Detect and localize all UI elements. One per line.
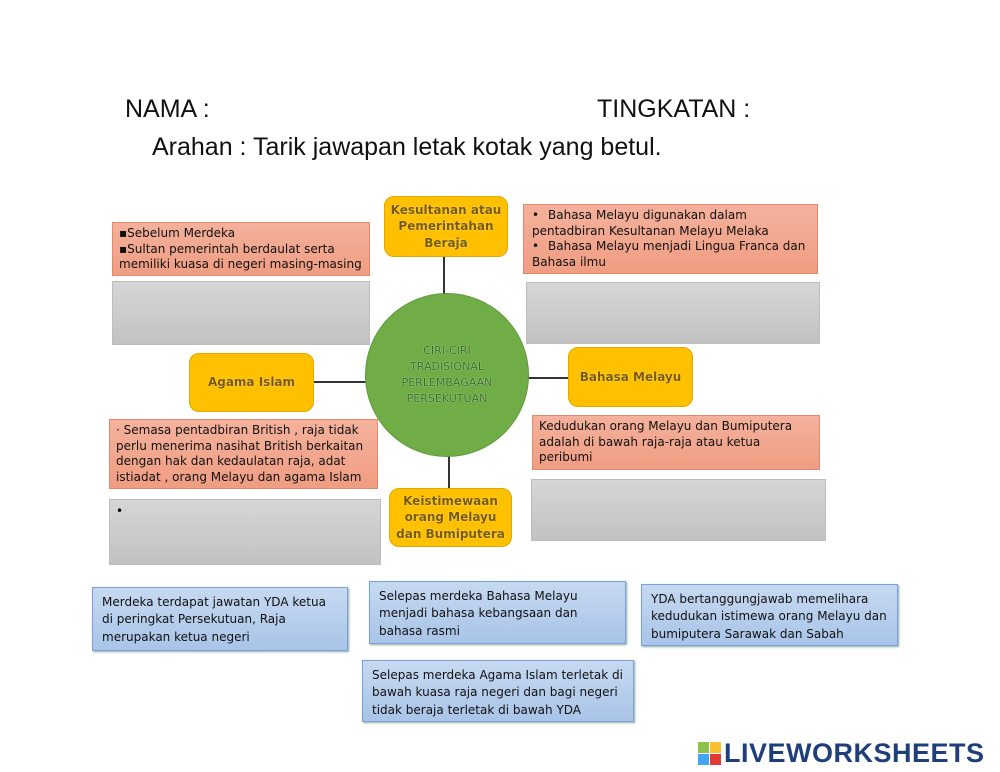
- liveworksheets-logo: LIVEWORKSHEETS: [698, 738, 985, 769]
- answer-card[interactable]: YDA bertanggungjawab memelihara keduduka…: [641, 584, 898, 646]
- fact-bullet: Bahasa Melayu digunakan dalam pentadbira…: [532, 208, 811, 239]
- node-kesultanan: Kesultanan atau Pemerintahan Beraja: [384, 196, 508, 257]
- fact-line: ▪Sebelum Merdeka: [119, 226, 236, 240]
- fact-top-right: Bahasa Melayu digunakan dalam pentadbira…: [523, 204, 818, 274]
- answer-card[interactable]: Selepas merdeka Bahasa Melayu menjadi ba…: [369, 581, 626, 644]
- fact-line: Bahasa Melayu menjadi Lingua Franca dan …: [532, 239, 806, 269]
- fact-bottom-right: Kedudukan orang Melayu dan Bumiputera ad…: [532, 415, 820, 470]
- fact-top-left: ▪Sebelum Merdeka ▪Sultan pemerintah berd…: [112, 222, 370, 276]
- fact-line: Bahasa Melayu digunakan dalam pentadbira…: [532, 208, 769, 238]
- nama-label: NAMA :: [125, 95, 210, 123]
- connector-left: [314, 381, 366, 383]
- tingkatan-label: TINGKATAN :: [597, 95, 751, 123]
- dropzone-top-left[interactable]: [112, 281, 370, 345]
- dropzone-bottom-left[interactable]: •: [109, 499, 381, 565]
- node-agama-islam: Agama Islam: [189, 353, 314, 412]
- fact-line: ▪Sultan pemerintah berdaulat serta memil…: [119, 241, 362, 272]
- connector-top: [443, 257, 445, 294]
- logo-text: LIVEWORKSHEETS: [724, 738, 985, 768]
- node-bahasa-melayu: Bahasa Melayu: [568, 347, 693, 407]
- fact-bullet: Bahasa Melayu menjadi Lingua Franca dan …: [532, 239, 811, 270]
- connector-right: [528, 377, 569, 379]
- logo-badge-icon: [698, 742, 721, 765]
- fact-bottom-left: · Semasa pentadbiran British , raja tida…: [109, 419, 378, 489]
- answer-card[interactable]: Selepas merdeka Agama Islam terletak di …: [362, 660, 634, 722]
- node-keistimewaan: Keistimewaan orang Melayu dan Bumiputera: [389, 488, 512, 547]
- instruction: Arahan : Tarik jawapan letak kotak yang …: [152, 133, 662, 161]
- answer-card[interactable]: Merdeka terdapat jawatan YDA ketua di pe…: [92, 587, 348, 651]
- center-circle: CIRI-CIRI TRADISIONAL PERLEMBAGAAN PERSE…: [365, 293, 529, 457]
- connector-bottom: [448, 456, 450, 489]
- dropzone-top-right[interactable]: [526, 282, 820, 344]
- dropzone-bottom-right[interactable]: [531, 479, 826, 541]
